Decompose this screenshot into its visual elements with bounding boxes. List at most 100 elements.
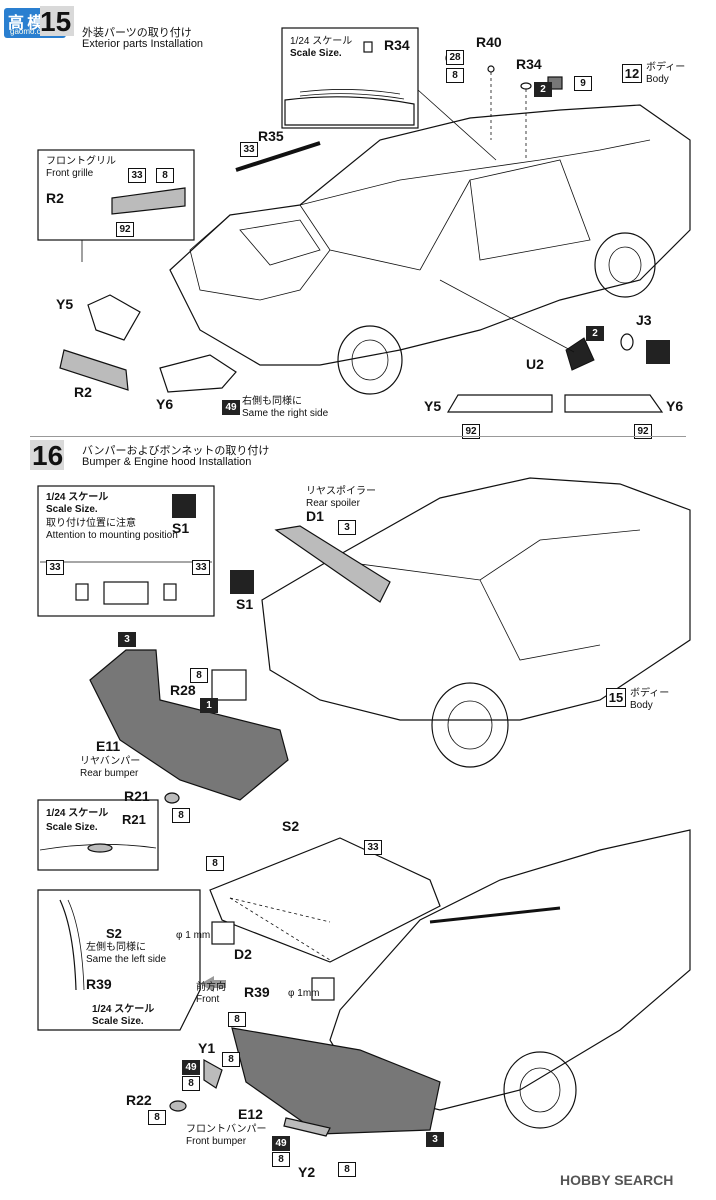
scale2-jp: 1/24 スケール [46, 808, 109, 819]
r2-grille [59, 349, 129, 391]
paint-3-badge-b: 3 [118, 632, 136, 647]
glue-icon-u2 [646, 340, 670, 364]
label-r22: R22 [126, 1092, 152, 1108]
body-ref-15: 15 [606, 688, 626, 707]
paint-1-badge: 1 [200, 698, 218, 713]
step-16-diagram [37, 477, 691, 1137]
spoiler-jp: リヤスポイラー [306, 486, 376, 497]
paint-8-badge-d: 8 [172, 808, 190, 823]
paint-8-badge-e: 8 [206, 856, 224, 871]
label-d2: D2 [234, 946, 252, 962]
label-r39-panel: R39 [86, 976, 112, 992]
step-16-title-jp: バンパーおよびボンネットの取り付け [82, 445, 270, 457]
body-ref-12: 12 [622, 64, 642, 83]
paint-3-badge-c: 3 [426, 1132, 444, 1147]
site-logo-url: gaomo.com [10, 27, 52, 36]
y2-lamp [283, 1117, 331, 1137]
label-s2-panel: S2 [106, 926, 122, 941]
body-en-16: Body [630, 700, 653, 711]
paint-33-badge-a: 33 [240, 142, 258, 157]
paint-8-badge-f: 8 [228, 1012, 246, 1027]
paint-8-badge-h: 8 [222, 1052, 240, 1067]
right-side-en: Same the right side [242, 408, 329, 419]
scale3-jp: 1/24 スケール [92, 1004, 155, 1015]
rear-spoiler [274, 525, 391, 603]
scale-en-15: Scale Size. [290, 48, 342, 59]
label-y1: Y1 [198, 1040, 216, 1056]
y1-lamp [203, 1058, 223, 1089]
label-e12: E12 [238, 1106, 263, 1122]
label-y5-side: Y5 [424, 398, 442, 414]
rear-bumper-jp: リヤバンパー [80, 756, 141, 767]
paint-92-badge-a: 92 [116, 222, 134, 237]
label-y2: Y2 [298, 1164, 316, 1180]
paint-2-badge-a: 2 [534, 82, 552, 97]
front-en: Front [196, 994, 220, 1005]
paint-28-badge: 28 [446, 50, 464, 65]
paint-33-badge-d: 33 [192, 560, 210, 575]
y5-side-marker [446, 394, 553, 413]
spoiler-en: Rear spoiler [306, 498, 360, 509]
label-e11: E11 [96, 738, 121, 754]
scale-jp-15: 1/24 スケール [290, 36, 353, 47]
front-jp: 前方向 [196, 982, 226, 993]
paint-8-badge-j: 8 [272, 1152, 290, 1167]
label-j3: J3 [636, 312, 652, 328]
attention-jp: 取り付け位置に注意 [46, 518, 136, 529]
label-y5: Y5 [56, 296, 74, 312]
paint-3-badge-a: 3 [338, 520, 356, 535]
right-side-jp: 右側も同様に [242, 396, 302, 407]
rear-bumper-e11 [89, 649, 289, 801]
label-r34-panel: R34 [384, 37, 410, 53]
label-r2-panel: R2 [46, 190, 64, 206]
step-15-diagram [37, 27, 691, 413]
paint-9-badge: 9 [574, 76, 592, 91]
grille-en: Front grille [46, 168, 94, 179]
car-body-outline-15 [169, 104, 691, 366]
label-r28: R28 [170, 682, 196, 698]
scale-en-16: Scale Size. [46, 504, 98, 515]
label-r40: R40 [476, 34, 502, 50]
step-15-title-en: Exterior parts Installation [82, 38, 204, 50]
paint-33-badge-e: 33 [364, 840, 382, 855]
step-16-title-en: Bumper & Engine hood Installation [82, 456, 252, 468]
paint-92-badge-b: 92 [462, 424, 480, 439]
r21-scale-panel [37, 799, 159, 871]
label-r34: R34 [516, 56, 542, 72]
label-u2: U2 [526, 356, 544, 372]
label-s1: S1 [236, 596, 254, 612]
label-y6-side: Y6 [666, 398, 684, 414]
label-r21-panel: R21 [122, 812, 146, 827]
label-s2: S2 [282, 818, 300, 834]
front-bumper-jp: フロントバンパー [186, 1124, 267, 1135]
glue-icon-s1-panel [172, 494, 196, 518]
paint-8-badge-g: 8 [182, 1076, 200, 1091]
label-s1-panel: S1 [172, 520, 190, 536]
glue-icon-s1 [230, 570, 254, 594]
left-side-en: Same the left side [86, 954, 167, 965]
y5-lamp [87, 294, 141, 341]
label-r35: R35 [258, 128, 284, 144]
paint-49-badge-a: 49 [222, 400, 240, 415]
scale-jp-16: 1/24 スケール [46, 492, 109, 503]
left-side-jp: 左側も同様に [86, 942, 146, 953]
engine-hood-d2 [209, 837, 441, 963]
license-plate-r28 [211, 669, 247, 701]
paint-8-badge-a: 8 [446, 68, 464, 83]
label-r39: R39 [244, 984, 270, 1000]
front-bumper-e12 [231, 1027, 441, 1135]
step-15-title-jp: 外装パーツの取り付け [82, 27, 192, 39]
step-15-number-box: 15 [40, 6, 74, 37]
drill-size-2: φ 1mm [288, 988, 320, 999]
scale-size-panel-r34 [281, 27, 419, 129]
paint-33-badge-b: 33 [128, 168, 146, 183]
paint-2-badge-b: 2 [586, 326, 604, 341]
section-divider [30, 436, 686, 437]
front-grille-panel [37, 149, 195, 241]
attention-panel [37, 485, 215, 617]
body-jp-15: ボディー [646, 62, 686, 73]
paint-33-badge-c: 33 [46, 560, 64, 575]
label-r21: R21 [124, 788, 150, 804]
paint-49-badge-c: 49 [272, 1136, 290, 1151]
paint-8-badge-b: 8 [156, 168, 174, 183]
